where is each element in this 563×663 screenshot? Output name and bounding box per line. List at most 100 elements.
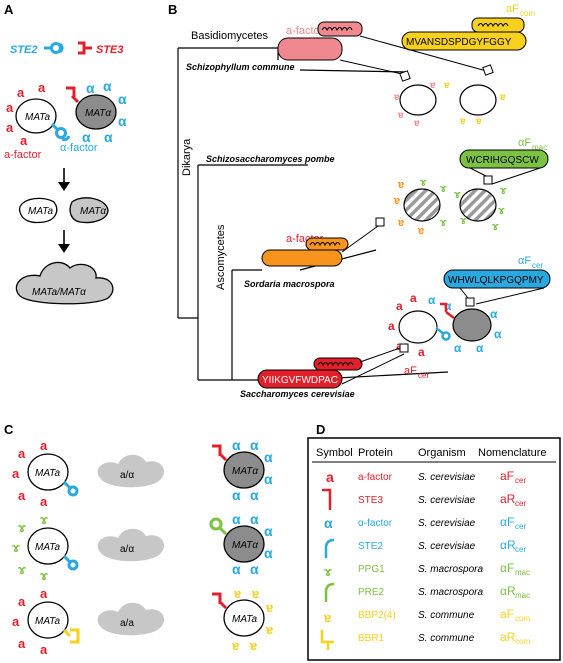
afactor-label: a-factor <box>4 149 42 161</box>
svg-text:ɤ: ɤ <box>500 185 507 197</box>
header-organism: Organism <box>418 447 466 459</box>
row-nomenclature-sub: cer <box>515 499 526 508</box>
row-nomenclature: αR <box>500 584 516 598</box>
svg-text:ɐ: ɐ <box>417 225 424 237</box>
svg-text:ɐ: ɐ <box>499 92 506 103</box>
row-organism: S. macrospora <box>418 587 483 598</box>
row-protein: PRE2 <box>358 587 385 598</box>
afactor-symbol-icon: a <box>326 469 334 485</box>
svg-text:a: a <box>6 120 14 135</box>
mata-cell <box>15 98 57 134</box>
ste3-receptor-icon <box>78 41 92 55</box>
svg-text:ɐ: ɐ <box>265 622 273 637</box>
zoom-box-icon <box>483 175 493 185</box>
svg-text:α: α <box>454 341 462 355</box>
schizophyllum-cell-2 <box>459 84 497 116</box>
svg-text:ɐ: ɐ <box>231 638 239 653</box>
svg-text:a: a <box>12 466 20 481</box>
species-saccharomyces: Saccharomyces cerevisiae <box>240 389 355 399</box>
row-protein: STE3 <box>358 495 383 506</box>
row3-right-label: MATa <box>232 614 257 625</box>
bbr1-receptor-icon <box>62 628 80 644</box>
sac-mata-cell <box>398 310 438 344</box>
row-protein: PPG1 <box>358 564 385 575</box>
alphafactor-symbol-icon: α <box>324 515 333 531</box>
svg-text:a: a <box>396 299 403 313</box>
svg-text:ɐ: ɐ <box>429 80 436 91</box>
ppg1-symbol-icon: ɤ <box>324 564 332 579</box>
seq-com-text: MVANSDSPDGYFGGY <box>406 37 512 48</box>
svg-text:ɤ: ɤ <box>498 205 505 217</box>
alphaf-cer-main: αF <box>518 255 531 267</box>
svg-text:α: α <box>250 437 259 453</box>
svg-text:ɐ: ɐ <box>265 600 273 615</box>
svg-text:α: α <box>104 129 113 145</box>
row-nomenclature-sub: cer <box>515 476 526 485</box>
hatched-cell-2 <box>459 188 497 222</box>
ste2-symbol-icon <box>324 538 335 558</box>
row-nomenclature-sub: com <box>515 637 530 646</box>
schizophyllum-cell-1 <box>399 84 437 116</box>
row3-middle-label: a/a <box>120 618 134 629</box>
seq-cer-a-box <box>257 369 343 389</box>
ste2-label: STE2 <box>10 44 38 56</box>
svg-text:α: α <box>118 91 127 107</box>
mata-afactor-glyphs: a a a a a <box>6 80 46 148</box>
alphaf-mac-sub: mac <box>532 143 547 152</box>
lipid-tail-icon <box>477 23 509 28</box>
svg-text:ɤ: ɤ <box>492 221 499 233</box>
panel-label-c: C <box>4 422 14 437</box>
row-nomenclature: αF <box>500 561 514 575</box>
species-schizophyllum: Schizophyllum commune <box>186 62 295 72</box>
af-com-main: aF <box>506 3 519 15</box>
row-nomenclature-sub: mac <box>515 568 530 577</box>
svg-text:ɤ: ɤ <box>460 215 467 227</box>
ste3-label: STE3 <box>96 44 124 56</box>
svg-text:ɐ: ɐ <box>397 110 404 121</box>
svg-text:ɐ: ɐ <box>475 116 482 127</box>
row3-diploid <box>97 602 165 636</box>
matalpha-cell <box>75 94 117 130</box>
seq-com-box <box>401 31 527 51</box>
ste2-receptor-icon <box>62 480 79 497</box>
svg-text:α: α <box>476 341 484 355</box>
svg-text:ɤ: ɤ <box>18 520 26 535</box>
header-symbol: Symbol <box>316 447 353 459</box>
lipid-tail-icon <box>317 362 354 367</box>
svg-text:α: α <box>232 561 241 577</box>
panel-label-a: A <box>4 2 14 17</box>
basidiomycetes-label: Basidiomycetes <box>191 30 269 42</box>
row-nomenclature-sub: cer <box>515 545 526 554</box>
row1-left-label: MATa <box>35 468 60 479</box>
svg-text:ɤ: ɤ <box>18 562 26 577</box>
afactor-com-pill <box>277 37 343 61</box>
seq-mac-box <box>459 149 549 169</box>
mata-shmoo-label: MATa <box>28 206 53 217</box>
row-nomenclature-sub: cer <box>515 522 526 531</box>
ste2-receptor-icon <box>44 42 64 54</box>
svg-text:α: α <box>250 487 259 503</box>
svg-text:α: α <box>232 511 241 527</box>
lipid-tail-icon <box>309 242 341 247</box>
ste3-receptor-icon <box>212 592 228 610</box>
svg-text:a: a <box>20 133 28 148</box>
svg-text:ɐ: ɐ <box>443 80 450 91</box>
svg-text:ɐ: ɐ <box>397 179 404 191</box>
ste2-receptor-icon <box>62 554 79 571</box>
svg-text:α: α <box>118 113 127 129</box>
matalpha-shmoo-cell <box>69 197 109 224</box>
row2-right-label: MATα <box>232 540 258 551</box>
row-nomenclature: aF <box>500 469 514 483</box>
species-sordaria: Sordaria macrospora <box>244 279 335 289</box>
svg-text:α: α <box>250 561 259 577</box>
legend-table <box>307 437 561 661</box>
row-organism: S. macrospora <box>418 564 483 575</box>
svg-text:α: α <box>86 80 95 96</box>
zoom-box-icon <box>399 343 409 353</box>
svg-text:ɐ: ɐ <box>233 586 241 601</box>
